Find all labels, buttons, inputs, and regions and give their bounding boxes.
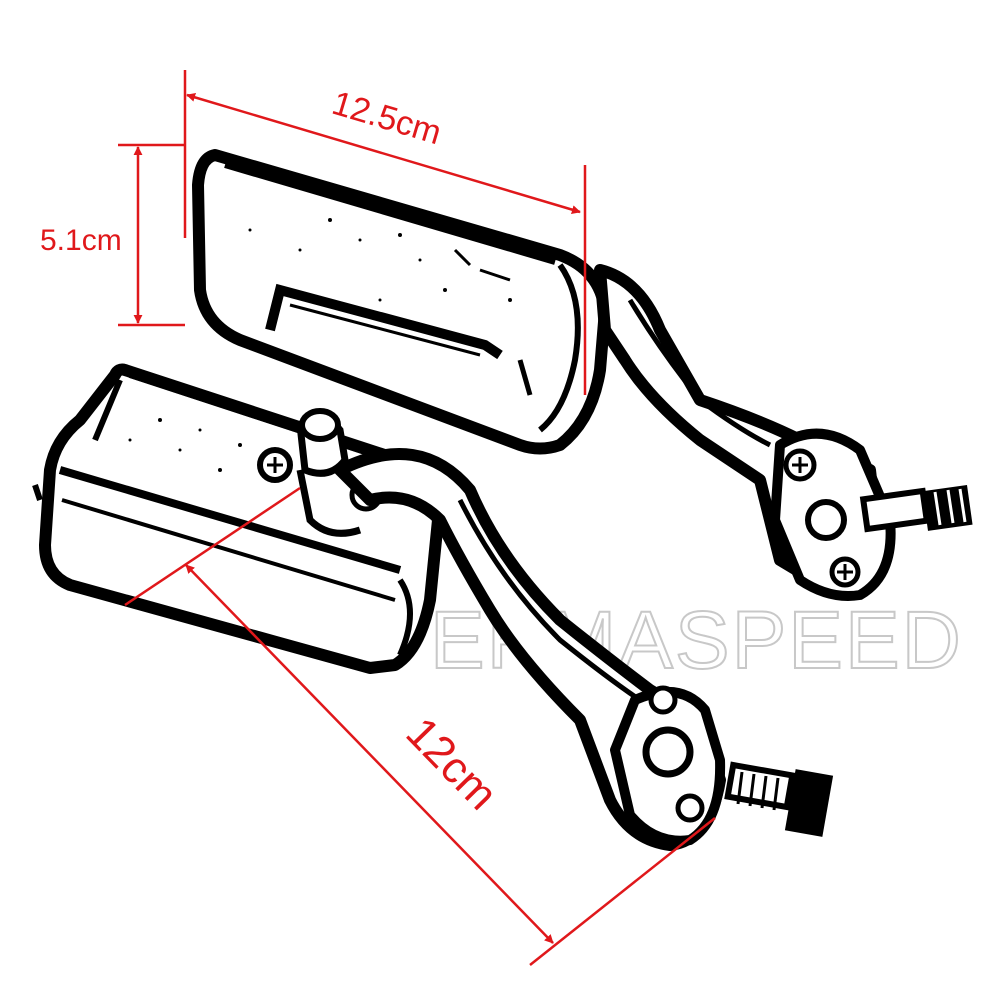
upper-mirror	[192, 149, 611, 455]
lower-mirror	[32, 363, 446, 674]
bottom-length-label: 12cm	[397, 708, 507, 819]
pivot-hole-icon	[648, 685, 678, 715]
upper-stem	[594, 264, 973, 601]
extension-line	[529, 817, 716, 966]
dimension-arrow	[185, 564, 554, 944]
lower-bolt	[724, 761, 834, 837]
pivot-hole-icon	[642, 726, 694, 778]
dimension-height: 5.1cm	[40, 143, 185, 327]
pivot-hole-icon	[805, 499, 847, 541]
dimension-arrow	[186, 92, 581, 215]
pivot-hole-icon	[675, 793, 705, 823]
height-label: 5.1cm	[40, 224, 122, 257]
upper-bolt	[859, 484, 973, 533]
upper-mirror-body	[192, 149, 611, 455]
extension-line	[124, 486, 301, 607]
